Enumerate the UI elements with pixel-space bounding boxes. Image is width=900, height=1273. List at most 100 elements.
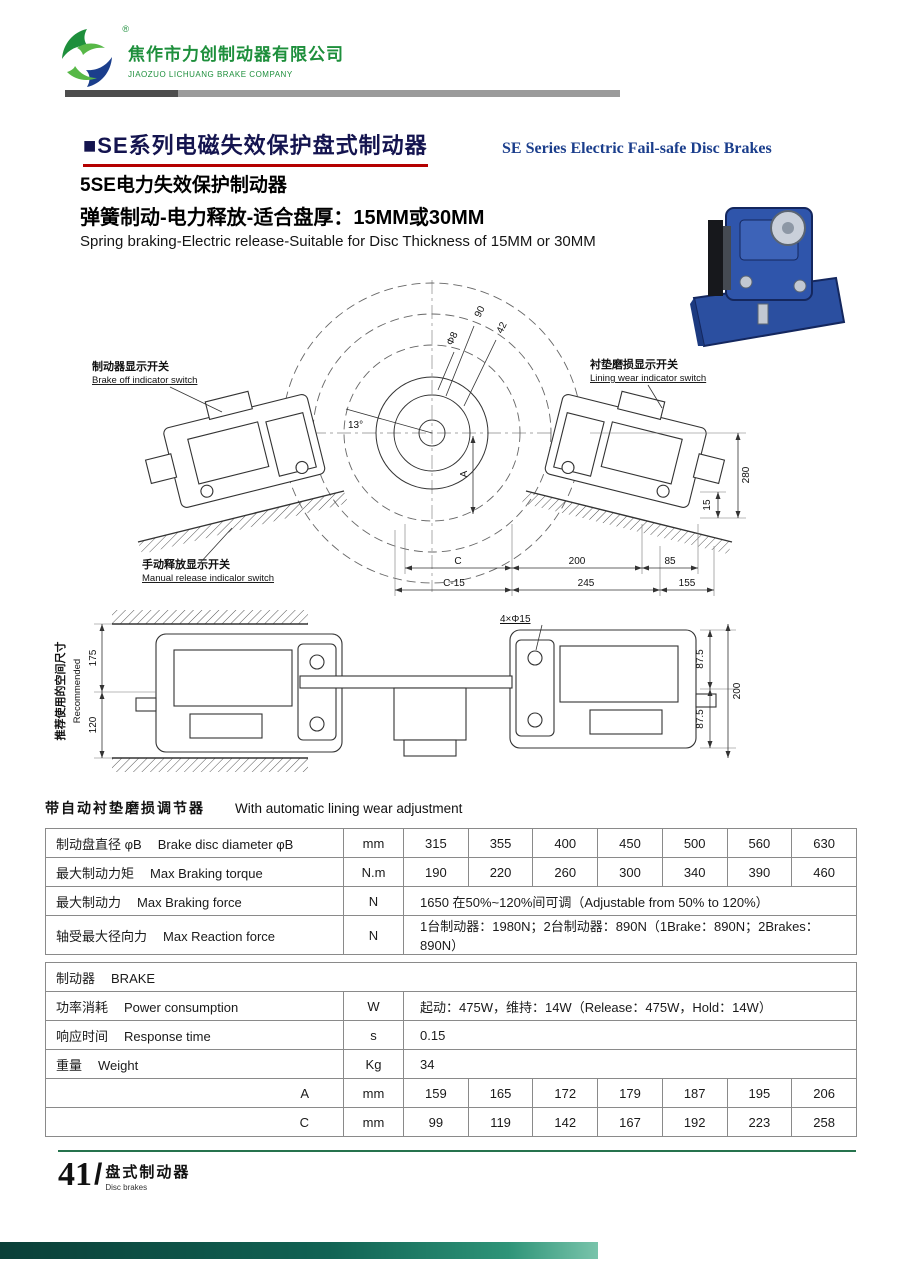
- svg-text:200: 200: [732, 682, 743, 699]
- value-cell: 340: [661, 857, 728, 887]
- manual-release-label-cn: 手动释放显示开关: [142, 557, 230, 571]
- label-en: Brake disc diameter φB: [157, 836, 294, 852]
- row-label: A: [45, 1078, 344, 1108]
- label-en: Weight: [98, 1057, 139, 1073]
- svg-text:120: 120: [88, 716, 99, 733]
- value-cell: 460: [791, 857, 857, 887]
- label-en: Max Braking torque: [150, 865, 263, 881]
- series-title-cn: ■SE系列电磁失效保护盘式制动器: [83, 128, 428, 167]
- section-title-en: Disc brakes: [105, 1183, 148, 1192]
- svg-text:85: 85: [664, 556, 676, 567]
- svg-text:155: 155: [679, 578, 696, 589]
- holes-dimension-label: 4×Φ15: [500, 614, 531, 625]
- value-cell: 450: [597, 828, 663, 858]
- value-cell: 1650 在50%~120%间可调（Adjustable from 50% to…: [403, 886, 857, 916]
- value-cell: 190: [403, 857, 469, 887]
- label-cn: 功率消耗: [56, 999, 109, 1015]
- value-cell: 99: [403, 1107, 469, 1137]
- callout-labels: 制动器显示开关 Brake off indicator switch 衬垫磨损显…: [92, 357, 706, 584]
- value-cell: 400: [532, 828, 599, 858]
- brake-off-label-cn: 制动器显示开关: [92, 359, 169, 373]
- page-number: 41: [58, 1156, 92, 1193]
- svg-text:13°: 13°: [348, 420, 363, 431]
- unit-cell: Kg: [343, 1049, 404, 1079]
- value-cell: 206: [791, 1078, 857, 1108]
- manual-release-label-en: Manual release indicalor switch: [142, 573, 274, 584]
- svg-text:推荐使用的空间尺寸: 推荐使用的空间尺寸: [53, 642, 67, 741]
- value-cell: 1台制动器：1980N；2台制动器：890N（1Brake：890N；2Brak…: [403, 915, 857, 955]
- brake-off-label-en: Brake off indicator switch: [92, 375, 197, 386]
- label-cn: 最大制动力矩: [56, 865, 135, 881]
- model-title: 5SE电力失效保护制动器: [80, 175, 287, 196]
- svg-text:87.5: 87.5: [695, 649, 706, 669]
- value-cell: 260: [532, 857, 599, 887]
- note-en: With automatic lining wear adjustment: [235, 801, 463, 816]
- row-label: 最大制动力矩 Max Braking torque: [45, 857, 344, 887]
- technical-drawing: 90 42 Φ8 13° A: [53, 280, 752, 772]
- value-cell: 560: [726, 828, 793, 858]
- lining-wear-label-en: Lining wear indicator switch: [590, 373, 706, 384]
- value-cell: 390: [726, 857, 793, 887]
- value-cell: 167: [597, 1107, 663, 1137]
- left-brake-unit: [135, 633, 343, 753]
- spec-line-en: Spring braking-Electric release-Suitable…: [80, 233, 596, 250]
- svg-text:90: 90: [473, 304, 488, 319]
- label-en: Max Reaction force: [163, 928, 276, 944]
- svg-text:200: 200: [569, 556, 586, 567]
- company-name-cn: 焦作市力创制动器有限公司: [128, 45, 344, 64]
- svg-text:42: 42: [495, 320, 510, 335]
- label-en: Max Braking force: [137, 894, 242, 910]
- svg-text:15: 15: [702, 499, 713, 511]
- label-cn: 制动盘直径 φB: [56, 836, 142, 852]
- value-cell: 300: [597, 857, 663, 887]
- row-label: 功率消耗 Power consumption: [45, 991, 344, 1021]
- svg-text:87.5: 87.5: [695, 709, 706, 729]
- value-cell: 315: [403, 828, 469, 858]
- hub-dimensions: 90 42 Φ8 13° A: [345, 304, 510, 514]
- value-cell: 195: [726, 1078, 793, 1108]
- label-en: Power consumption: [124, 999, 239, 1015]
- unit-cell: mm: [343, 1107, 404, 1137]
- right-brake-unit: [509, 629, 717, 749]
- label-en: Response time: [124, 1028, 211, 1044]
- svg-text:175: 175: [88, 649, 99, 666]
- disc-hub-section: [299, 675, 513, 757]
- left-caliper: [137, 390, 348, 554]
- logo-swirl-icon: [62, 29, 112, 87]
- svg-text:C-15: C-15: [443, 578, 465, 589]
- svg-text:C: C: [454, 556, 461, 567]
- space-dimensions: 推荐使用的空间尺寸 Recommended 175 120: [53, 623, 156, 759]
- unit-cell: W: [343, 991, 404, 1021]
- svg-text:A: A: [459, 470, 470, 477]
- registered-mark: ®: [122, 24, 129, 34]
- row-label: 响应时间 Response time: [45, 1020, 344, 1050]
- note-cn: 带自动衬垫磨损调节器: [45, 800, 205, 816]
- value-cell: 172: [532, 1078, 599, 1108]
- value-cell: 165: [467, 1078, 534, 1108]
- value-cell: 223: [726, 1107, 793, 1137]
- label-cn: 制动器: [56, 970, 96, 986]
- svg-text:245: 245: [578, 578, 595, 589]
- value-cell: 0.15: [403, 1020, 857, 1050]
- value-cell: 630: [791, 828, 857, 858]
- right-caliper: [522, 390, 733, 554]
- value-cell: 500: [661, 828, 728, 858]
- table-row-dim-c: C mm 99 119 142 167 192 223 258: [45, 1107, 857, 1137]
- label-cn: 响应时间: [56, 1028, 109, 1044]
- unit-cell: N: [343, 915, 404, 955]
- product-photo: [690, 207, 846, 348]
- row-label: C: [45, 1107, 344, 1137]
- value-cell: 220: [467, 857, 534, 887]
- table-row-dim-a: A mm 159 165 172 179 187 195 206: [45, 1078, 857, 1108]
- spec-line-cn: 弹簧制动-电力释放-适合盘厚：15MM或30MM: [80, 207, 485, 229]
- svg-text:Recommended: Recommended: [72, 659, 83, 723]
- header-bar-gray-segment: [178, 90, 620, 97]
